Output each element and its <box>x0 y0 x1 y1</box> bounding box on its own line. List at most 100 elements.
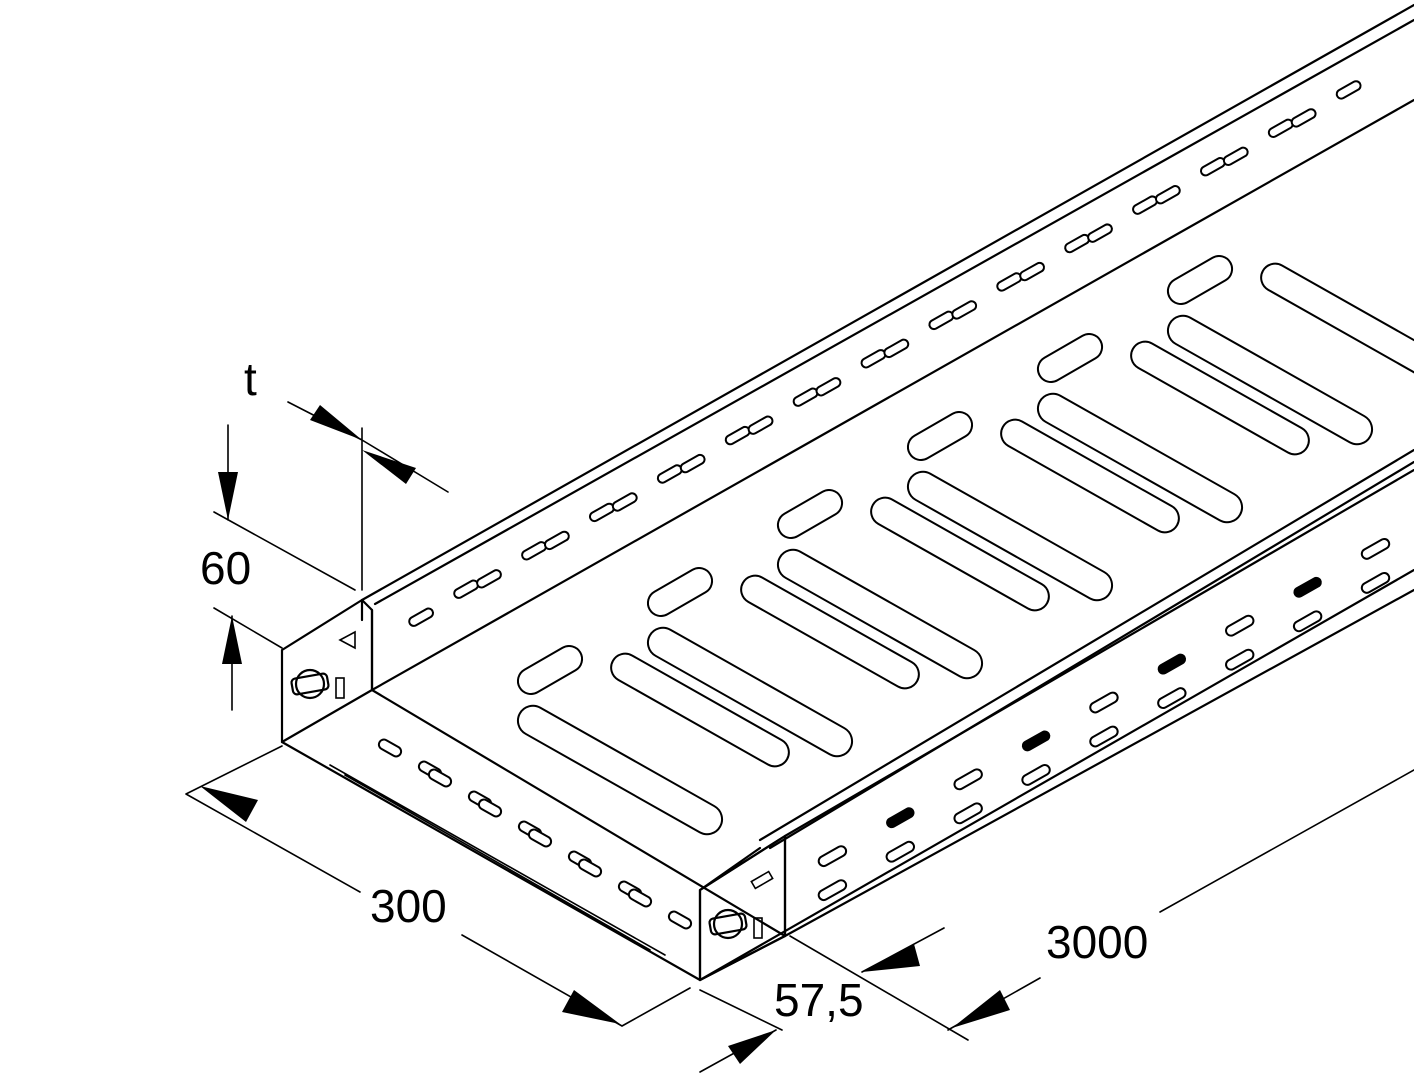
thickness-label: t <box>244 353 257 405</box>
wall-slot <box>747 415 774 435</box>
floor-slot <box>627 888 653 908</box>
floor-slot <box>527 828 553 848</box>
arrow-down <box>218 472 238 520</box>
floor-slot <box>667 910 693 930</box>
arrow-right <box>310 405 362 440</box>
floor-slot <box>427 768 453 788</box>
length-label: 3000 <box>1046 916 1148 968</box>
left-side-wall <box>360 3 1414 692</box>
wall-slot <box>883 338 910 359</box>
floor-slot <box>477 798 503 818</box>
wall-slot <box>815 377 842 397</box>
wall-slot <box>886 807 915 829</box>
dimension-offset: 57,5 <box>699 927 945 1073</box>
wall-slot <box>656 464 683 484</box>
arrow-offset-lower <box>728 1030 776 1064</box>
wall-slot <box>996 272 1023 292</box>
floor-slot <box>577 858 603 878</box>
wall-slot <box>543 530 570 551</box>
wall-slot <box>521 541 547 561</box>
floor-rib <box>740 574 920 690</box>
wall-slot <box>1087 223 1113 243</box>
floor-rib <box>516 645 584 695</box>
wall-slot <box>1064 233 1090 254</box>
floor-rib <box>516 704 724 836</box>
arrow-width-right <box>562 990 620 1024</box>
dimension-height: 60 <box>200 424 356 711</box>
wall-slot <box>1089 691 1119 714</box>
floor-rib <box>870 496 1050 612</box>
arrow-left <box>362 450 416 484</box>
wall-slot <box>1225 648 1255 671</box>
wall-slot <box>860 349 887 369</box>
arrow-length <box>952 990 1010 1028</box>
wall-slot <box>885 840 915 863</box>
end-plate-fastener-left <box>290 630 356 700</box>
arrow-up <box>222 616 242 664</box>
wall-slot <box>1154 185 1181 205</box>
floor-rib <box>1130 340 1310 456</box>
wall-slot <box>724 425 751 446</box>
arrow-width-left <box>200 786 258 822</box>
wall-slot <box>588 502 615 523</box>
floor-rib <box>906 470 1114 602</box>
right-wall-slots <box>817 537 1391 902</box>
wall-slot <box>1089 725 1119 748</box>
arrow-offset-upper <box>862 944 920 972</box>
floor-rib <box>1000 418 1180 534</box>
floor-groove <box>329 764 666 956</box>
width-label: 300 <box>370 880 447 932</box>
right-wall-lip <box>758 448 1414 850</box>
end-plate-fastener-right <box>708 870 774 940</box>
floor-rib <box>1166 314 1374 446</box>
wall-slot <box>1132 195 1158 215</box>
wall-slot <box>792 387 819 407</box>
floor-rib <box>776 489 844 539</box>
dimension-width: 300 <box>185 745 691 1027</box>
floor-rib <box>1036 392 1244 524</box>
floor-rib <box>1166 255 1234 305</box>
wall-slot <box>1335 80 1362 100</box>
wall-slot <box>1290 108 1317 128</box>
floor-rib <box>610 652 790 768</box>
wall-slot <box>408 607 435 627</box>
floor-rib <box>646 567 714 617</box>
offset-label: 57,5 <box>774 974 864 1026</box>
wall-slot <box>1199 157 1226 177</box>
wall-slot <box>476 569 502 589</box>
floor-rib <box>1036 333 1104 383</box>
wall-slot <box>953 768 983 791</box>
wall-slot <box>817 879 848 902</box>
wall-slot <box>817 845 848 868</box>
dimension-thickness: t <box>244 353 449 591</box>
wall-slot <box>1222 146 1249 167</box>
left-wall-slots <box>408 80 1362 627</box>
wall-slot <box>1292 610 1323 633</box>
floor-rib <box>776 548 984 680</box>
floor-rib <box>1260 262 1414 378</box>
floor-rib <box>646 626 854 758</box>
floor-slots <box>377 255 1414 930</box>
wall-slot <box>1021 730 1051 752</box>
wall-slot <box>1293 576 1322 598</box>
wall-slot <box>928 310 955 331</box>
wall-slot <box>1225 614 1255 637</box>
right-end-plate <box>698 834 787 982</box>
wall-slot <box>611 492 638 512</box>
wall-slot <box>1360 571 1391 594</box>
left-end-plate <box>280 598 374 744</box>
wall-slot <box>951 300 978 320</box>
wall-slot <box>1019 261 1045 282</box>
cable-tray-body <box>280 3 1414 982</box>
dimension-length: 3000 <box>789 769 1414 1041</box>
floor-rib <box>906 410 974 461</box>
height-label: 60 <box>200 542 251 594</box>
wall-slot <box>1021 764 1051 786</box>
floor-slot <box>377 738 403 758</box>
wall-slot <box>679 453 706 474</box>
wall-slot <box>953 802 983 825</box>
wall-slot <box>1157 687 1187 710</box>
wall-slot <box>1267 118 1294 139</box>
wall-slot <box>1157 653 1187 675</box>
